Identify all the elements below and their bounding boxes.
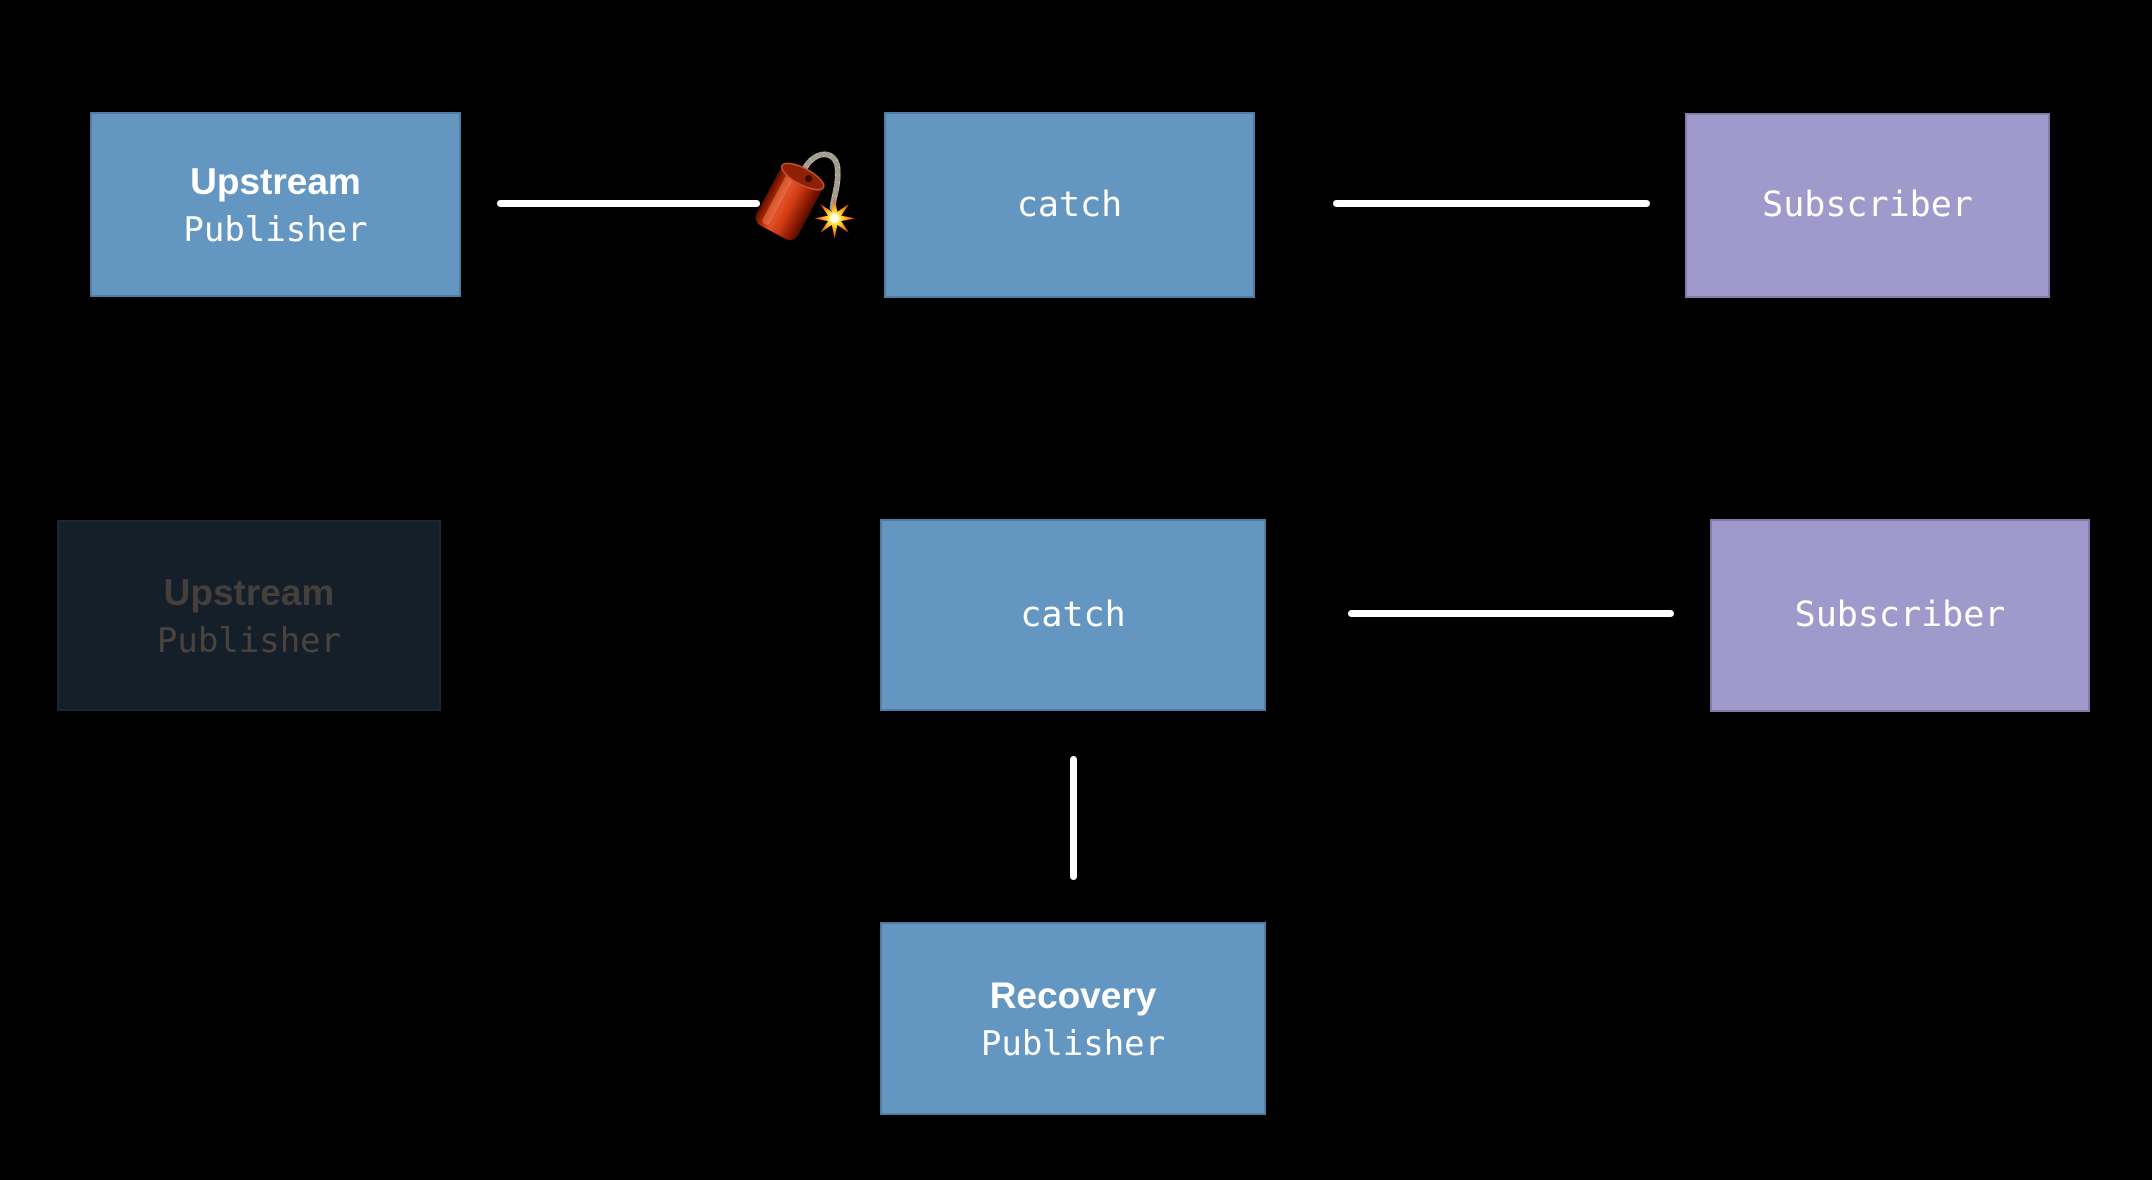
- firecracker-icon: [755, 151, 855, 241]
- upstream-publisher-subtitle: Publisher: [183, 209, 368, 250]
- dimmed-upstream-publisher-subtitle: Publisher: [156, 620, 342, 661]
- dimmed-upstream-publisher-title: Upstream: [163, 571, 335, 613]
- catch-operator-label-2: catch: [1020, 594, 1126, 635]
- upstream-publisher-title: Upstream: [190, 160, 361, 202]
- connector-catch-to-subscriber-2: [1348, 610, 1674, 617]
- catch-operator-box: catch: [884, 112, 1255, 298]
- connector-upstream-to-catch: [497, 200, 760, 207]
- upstream-publisher-box: Upstream Publisher: [90, 112, 461, 297]
- catch-operator-box-2: catch: [880, 519, 1266, 711]
- dimmed-upstream-publisher-box: Upstream Publisher: [57, 520, 441, 711]
- recovery-publisher-title: Recovery: [989, 974, 1157, 1016]
- subscriber-label-2: Subscriber: [1794, 595, 2006, 636]
- catch-operator-label: catch: [1016, 184, 1123, 225]
- subscriber-box: Subscriber: [1685, 113, 2050, 298]
- subscriber-box-2: Subscriber: [1710, 519, 2090, 712]
- subscriber-label: Subscriber: [1762, 185, 1973, 226]
- recovery-publisher-subtitle: Publisher: [980, 1023, 1166, 1064]
- connector-catch-to-subscriber: [1333, 200, 1650, 207]
- recovery-publisher-box: Recovery Publisher: [880, 922, 1266, 1115]
- connector-catch-to-recovery: [1070, 756, 1077, 880]
